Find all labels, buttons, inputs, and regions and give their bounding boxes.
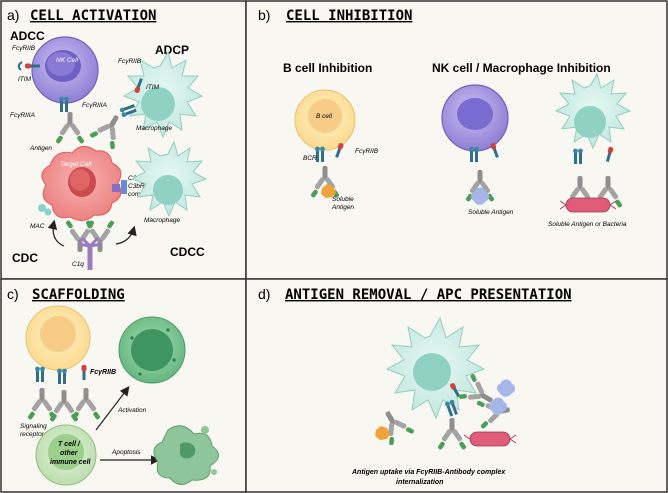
- label-activation: Activation: [117, 407, 147, 414]
- panel-b-title: CELL INHIBITION: [286, 8, 412, 24]
- label-antigen: Antigen: [29, 145, 52, 152]
- label-fcr-iib-1: FcγRIIB: [12, 45, 36, 52]
- label-b-inhibition: B cell Inhibition: [283, 61, 372, 75]
- c1q-icon: [77, 236, 103, 270]
- activated-cell: [118, 316, 186, 384]
- macrophage-cdcc: [130, 140, 208, 218]
- label-cdcc: CDCC: [170, 245, 205, 259]
- apoptotic-cell: [153, 425, 219, 485]
- label-c1q: C1q: [72, 261, 84, 268]
- panel-a-letter: a): [7, 7, 19, 23]
- label-fcr-iiia-1: FcγRIIIA: [10, 112, 35, 119]
- nk-cell-label: NK Cell: [56, 57, 79, 64]
- mac-icon-2: [44, 208, 52, 216]
- receptor-tail-icon: [17, 61, 23, 71]
- apc-cell: [385, 316, 486, 420]
- label-bcr: BCR: [303, 155, 317, 162]
- panel-b-letter: b): [258, 7, 270, 23]
- label-nk-inhibition: NK cell / Macrophage Inhibition: [432, 61, 611, 75]
- mac-icon: [38, 204, 46, 212]
- label-soluble-antigen-1a: Soluble: [332, 196, 354, 203]
- label-soluble-antigen-1b: Antigen: [331, 204, 354, 211]
- label-tcell-2: other: [60, 450, 79, 457]
- arrow-cdcc: [115, 225, 137, 245]
- b-cell-scaffold: [25, 305, 91, 371]
- label-adcp: ADCP: [155, 43, 189, 57]
- label-fcr-iib-2: FcγRIIB: [118, 58, 142, 65]
- label-d-caption-1: Antigen uptake via FcγRIIB-Antibody comp…: [351, 469, 506, 476]
- panel-c-letter: c): [7, 286, 19, 302]
- label-itim-2: ITIM: [146, 84, 160, 91]
- label-cdc: CDC: [12, 251, 38, 265]
- c3b-icon: [112, 184, 120, 192]
- nk-cell: [31, 36, 99, 104]
- label-d-caption-2: internalization: [396, 479, 443, 486]
- b-cell: [294, 89, 356, 151]
- label-target-cell: Target Cell: [60, 161, 92, 168]
- label-c3b-2: C3bR: [128, 183, 145, 190]
- arrow-cdc: [47, 219, 65, 247]
- label-fcr-iiia-2: FcγRIIIA: [82, 102, 107, 109]
- label-signaling-1: Signaling: [20, 423, 47, 430]
- nk-cell-inhibition: [441, 84, 509, 152]
- label-itim-1: ITIM: [18, 76, 32, 83]
- bacteria-d-icon: [463, 431, 517, 447]
- c3br-icon: [121, 180, 127, 194]
- panel-c-title: SCAFFOLDING: [32, 287, 125, 303]
- target-cell: [41, 146, 122, 221]
- bacteria-icon: [559, 197, 617, 213]
- label-b-cell: B cell: [316, 113, 332, 120]
- arrow-activation: [95, 386, 130, 431]
- label-mac: MAC: [30, 223, 45, 230]
- panel-a-title: CELL ACTIVATION: [30, 8, 156, 24]
- label-macrophage-1: Macrophage: [136, 125, 173, 132]
- panel-d-letter: d): [258, 286, 270, 302]
- macrophage-inhibition: [554, 72, 632, 150]
- panel-d-title: ANTIGEN REMOVAL / APC PRESENTATION: [285, 287, 572, 303]
- label-soluble-antigen-bacteria: Soluble Antigen or Bacteria: [548, 221, 627, 228]
- label-fcr-iib-b: FcγRIIB: [355, 148, 379, 155]
- label-tcell-3: immune cell: [50, 459, 92, 466]
- label-apoptosis: Apoptosis: [111, 449, 141, 456]
- label-macrophage-2: Macrophage: [144, 217, 181, 224]
- macrophage-adcp: [122, 50, 204, 139]
- t-cell: [35, 424, 97, 486]
- label-tcell-1: T cell /: [58, 441, 81, 448]
- label-adcc: ADCC: [10, 29, 45, 43]
- label-soluble-antigen-2: Soluble Antigen: [468, 209, 514, 216]
- label-signaling-2: receptors: [20, 431, 48, 438]
- label-fcr-iib-c: FcγRIIB: [90, 369, 116, 376]
